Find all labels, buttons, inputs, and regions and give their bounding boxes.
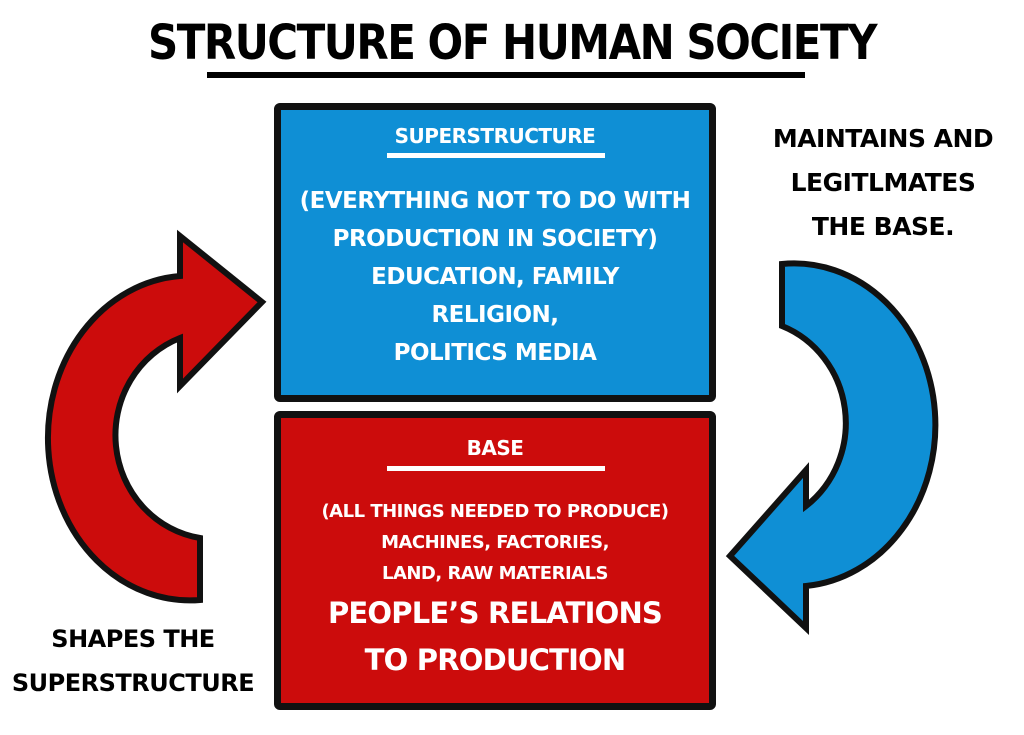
caption-line: LEGITLMATES [790,168,976,197]
superstructure-line: POLITICS MEDIA [393,340,597,366]
caption-line: SHAPES THE [51,625,215,653]
superstructure-heading: SUPERSTRUCTURE [394,124,596,148]
superstructure-line: RELIGION, [431,302,559,328]
caption-line: MAINTAINS AND [772,124,994,153]
title-underline [207,72,805,78]
superstructure-description: (EVERYTHING NOT TO DO WITH PRODUCTION IN… [281,182,709,372]
diagram-title: STRUCTURE OF HUMAN SOCIETY [147,14,878,71]
superstructure-line: EDUCATION, FAMILY [371,264,619,290]
maintains-caption: MAINTAINS AND LEGITLMATES THE BASE. [752,117,1014,249]
superstructure-heading-underline [387,153,605,158]
superstructure-line: (EVERYTHING NOT TO DO WITH [299,188,691,214]
shapes-caption: SHAPES THE SUPERSTRUCTURE [8,617,258,705]
base-box: BASE (ALL THINGS NEEDED TO PRODUCE) MACH… [274,411,716,710]
base-heading-underline [387,466,605,471]
superstructure-box: SUPERSTRUCTURE (EVERYTHING NOT TO DO WIT… [274,103,716,402]
base-line: (ALL THINGS NEEDED TO PRODUCE) [321,501,669,522]
caption-line: SUPERSTRUCTURE [11,669,255,697]
superstructure-line: PRODUCTION IN SOCIETY) [332,226,658,252]
caption-line: THE BASE. [811,212,955,241]
base-emphasis-line: TO PRODUCTION [364,643,627,677]
base-description: (ALL THINGS NEEDED TO PRODUCE) MACHINES,… [281,496,709,589]
base-relations-emphasis: PEOPLE’S RELATIONS TO PRODUCTION [281,590,709,684]
base-line: LAND, RAW MATERIALS [381,563,609,584]
base-line: MACHINES, FACTORIES, [381,532,609,553]
base-heading: BASE [466,436,524,460]
base-emphasis-line: PEOPLE’S RELATIONS [327,596,663,630]
